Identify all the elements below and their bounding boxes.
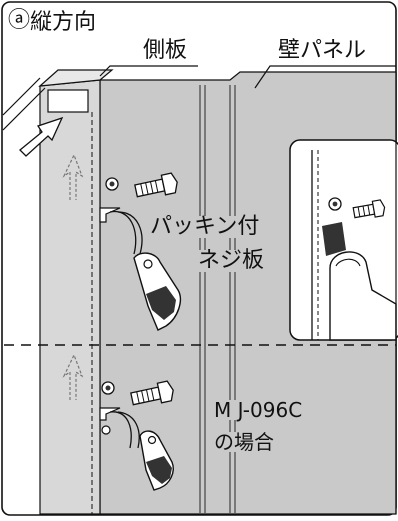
direction-arrow (19, 116, 64, 157)
wall-panel-label: 壁パネル (278, 38, 367, 63)
side-plate (38, 69, 114, 515)
side-plate-label: 側板 (143, 38, 188, 63)
packing-screw-label-line1: パッキン付 (150, 214, 260, 239)
direction-marker: ⓐ (8, 8, 31, 33)
lower-screw-assembly (99, 380, 174, 491)
ghost-arrow-lower (62, 353, 84, 400)
upper-screw-assembly (99, 172, 182, 331)
ghost-arrow-upper (62, 153, 84, 200)
direction-label: 縦方向 (30, 10, 97, 35)
model-label-line2: の場合 (214, 430, 274, 454)
side-plate-leader (99, 65, 198, 77)
frame-diagonal (2, 87, 46, 131)
wall-panel-leader (254, 65, 396, 89)
inset-detail (289, 139, 398, 341)
packing-screw-label-line2: ネジ板 (198, 248, 265, 273)
model-label-line1: M J-096C (214, 398, 303, 422)
